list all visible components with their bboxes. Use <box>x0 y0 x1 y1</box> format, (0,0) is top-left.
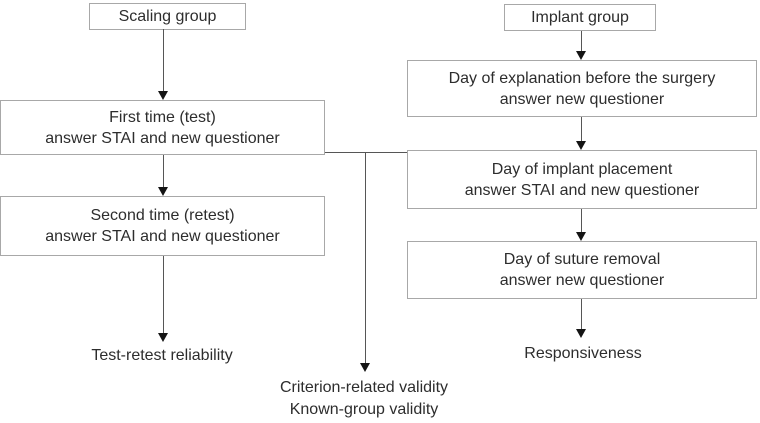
arrow-shaft <box>163 29 164 91</box>
node-second-time-retest: Second time (retest) answer STAI and new… <box>0 196 325 256</box>
outcome-criterion-line2: Known-group validity <box>289 401 439 418</box>
node-implant-group-label: Implant group <box>531 9 629 26</box>
node-second-time-line1: Second time (retest) <box>90 207 235 224</box>
arrow-second-to-test-retest-icon <box>158 256 169 342</box>
arrow-shaft <box>365 152 366 363</box>
node-scaling-group-label: Scaling group <box>118 8 217 25</box>
connector-first-to-placement-line <box>325 152 407 153</box>
arrow-shaft <box>581 299 582 329</box>
outcome-test-retest-label: Test-retest reliability <box>91 347 233 364</box>
arrow-shaft <box>581 117 582 141</box>
node-implant-placement-line1: Day of implant placement <box>491 160 673 178</box>
arrowhead-down-icon <box>158 187 168 196</box>
node-scaling-group: Scaling group <box>89 3 246 30</box>
node-implant-placement-line2: answer STAI and new questioner <box>464 181 700 199</box>
outcome-criterion-validity: Criterion-related validity Known-group v… <box>244 377 484 421</box>
arrow-suture-to-responsiveness-icon <box>576 299 587 338</box>
arrow-branch-to-criterion-icon <box>360 152 371 372</box>
arrowhead-down-icon <box>576 51 586 60</box>
arrow-shaft <box>581 209 582 232</box>
node-suture-removal-line2: answer new questioner <box>499 272 665 289</box>
arrow-shaft <box>163 155 164 187</box>
arrowhead-down-icon <box>576 329 586 338</box>
node-suture-removal-line1: Day of suture removal <box>503 251 661 268</box>
node-first-time-line1: First time (test) <box>109 108 216 126</box>
node-implant-group: Implant group <box>504 4 656 31</box>
node-first-time-line2: answer STAI and new questioner <box>45 129 280 147</box>
arrowhead-down-icon <box>360 363 370 372</box>
outcome-criterion-line1: Criterion-related validity <box>279 379 449 396</box>
node-first-time-test: First time (test) answer STAI and new qu… <box>0 100 325 155</box>
node-implant-placement-day: Day of implant placement answer STAI and… <box>407 150 757 209</box>
node-second-time-line2: answer STAI and new questioner <box>45 228 280 245</box>
arrowhead-down-icon <box>158 91 168 100</box>
node-explanation-day: Day of explanation before the surgery an… <box>407 60 757 117</box>
node-suture-removal-day: Day of suture removal answer new questio… <box>407 241 757 299</box>
node-explanation-line1: Day of explanation before the surgery <box>448 69 716 87</box>
outcome-responsiveness: Responsiveness <box>463 343 703 365</box>
outcome-responsiveness-label: Responsiveness <box>524 345 642 362</box>
arrow-implant-to-explanation-icon <box>576 31 587 60</box>
arrow-shaft <box>581 31 582 51</box>
arrowhead-down-icon <box>576 141 586 150</box>
outcome-test-retest-reliability: Test-retest reliability <box>42 345 282 367</box>
arrow-explanation-to-placement-icon <box>576 117 587 150</box>
arrow-first-to-second-icon <box>158 155 169 196</box>
node-explanation-line2: answer new questioner <box>499 90 665 108</box>
arrow-scaling-to-first-icon <box>158 29 169 100</box>
arrowhead-down-icon <box>576 232 586 241</box>
arrowhead-down-icon <box>158 333 168 342</box>
arrow-placement-to-suture-icon <box>576 209 587 241</box>
arrow-shaft <box>163 256 164 333</box>
